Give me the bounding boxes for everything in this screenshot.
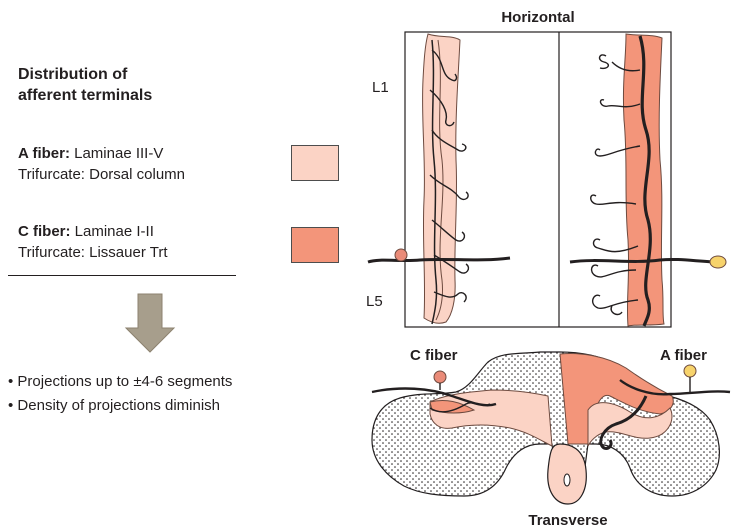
down-arrow-icon	[126, 294, 174, 352]
a-fiber-ganglion-bottom	[684, 365, 696, 377]
a-fiber-ganglion-top	[710, 256, 726, 268]
c-fiber-ganglion-top	[395, 249, 407, 261]
transverse-section	[372, 352, 730, 504]
c-fiber-ganglion-bottom	[434, 371, 446, 383]
segment-l5-label: L5	[366, 293, 383, 310]
a-fiber-label: A fiber	[660, 347, 707, 364]
horizontal-section	[368, 32, 726, 327]
horizontal-label: Horizontal	[501, 9, 574, 26]
transverse-label: Transverse	[528, 512, 607, 529]
a-fiber-band	[423, 34, 460, 323]
segment-l1-label: L1	[372, 79, 389, 96]
c-fiber-label: C fiber	[410, 347, 458, 364]
